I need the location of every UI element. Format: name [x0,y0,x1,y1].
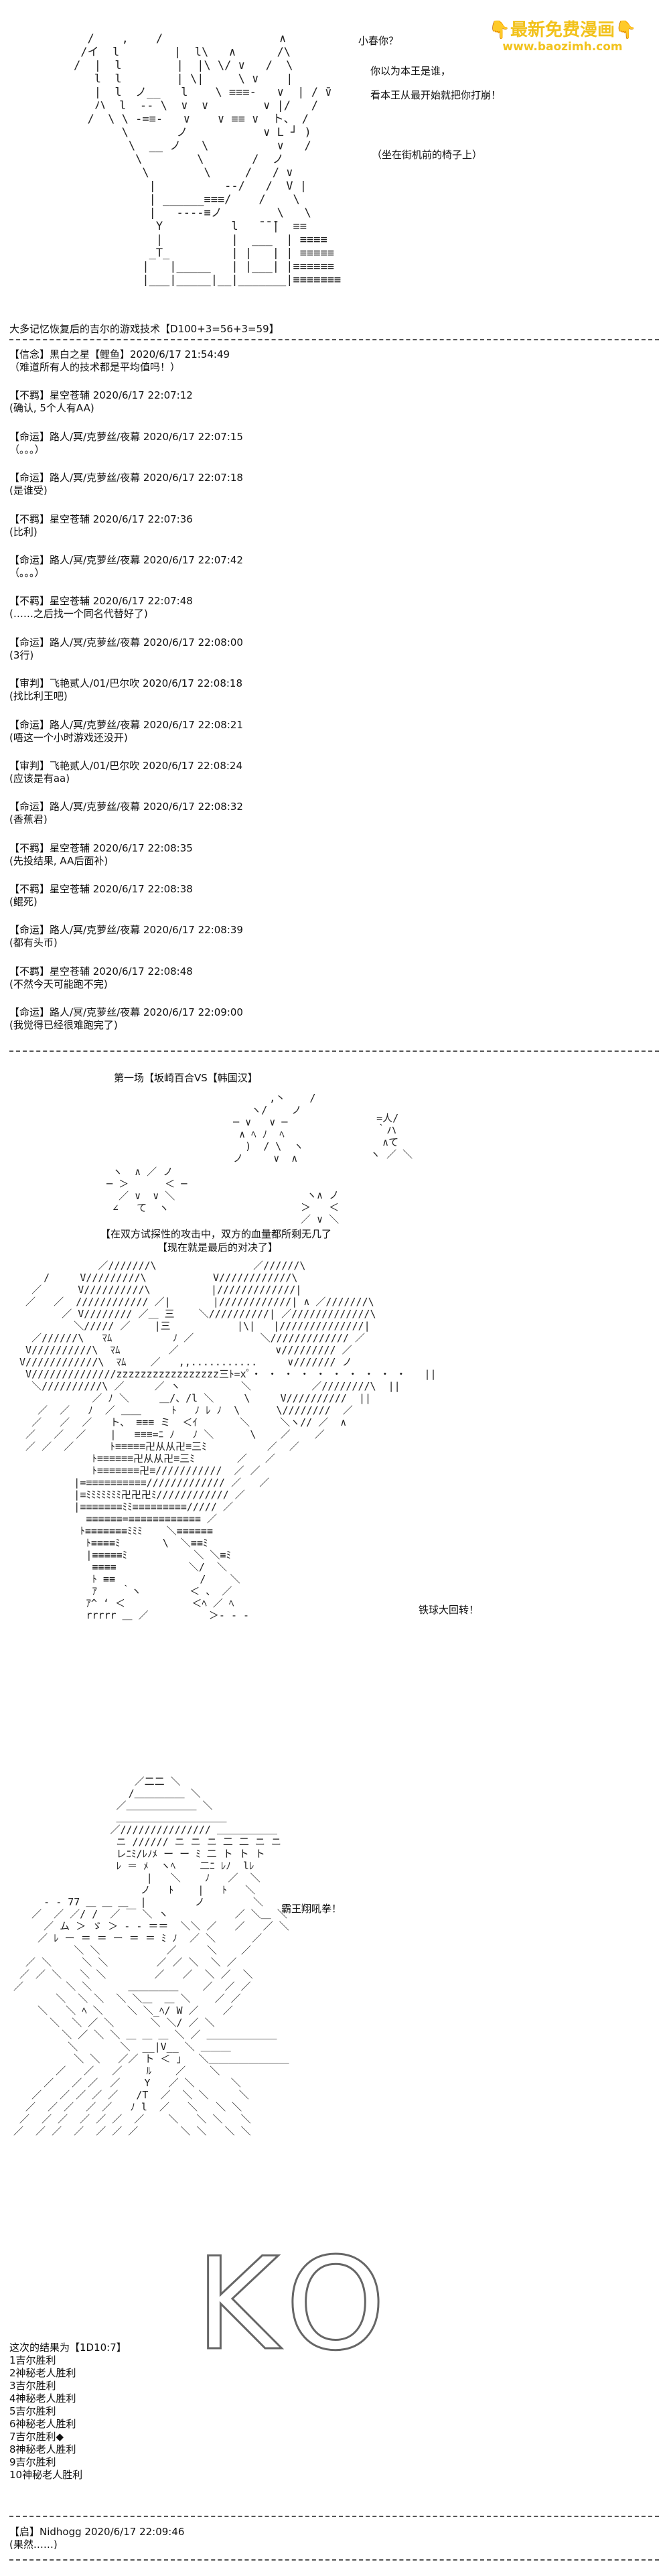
chat-entry: 【命运】路人/冥/克萝丝/夜幕 2020/6/17 22:08:39(都有头币) [9,924,411,965]
aa-burst-right: ヽ∧ ノ ＞ ＜ ／ ∨ ＼ [301,1189,340,1225]
ko-banner: KO [195,2230,399,2378]
result-item: 7吉尔胜利◆ [9,2431,64,2443]
chat-entry-head: 【不羁】星空苍辅 2020/6/17 22:08:48 [9,965,193,977]
aa-burst-left: ヽ ∧ ／ ノ ─ ＞ ＜ ─ ／ ∨ ∨ ＼ ∠ て ヽ [106,1166,188,1214]
chat-entry-message: (我觉得已经很难跑完了) [9,1019,118,1032]
chat-entry: 【命运】路人/冥/克萝丝/夜幕 2020/6/17 22:07:15（。。。） [9,431,411,472]
aa-fighter-poses: ,丶 / ヽ/ ノ ─ ∨ ∨ ─ ∧ ﾍ ﾉ ﾍ ) / \ ヽ ノ ∨ ∧ [233,1092,316,1164]
footer-entry-head: 【启】Nidhogg 2020/6/17 22:09:46 [9,2526,185,2538]
chat-entry: 【不羁】星空苍辅 2020/6/17 22:08:35(先投结果, AA后面补) [9,842,411,883]
chat-entry: 【不羁】星空苍辅 2020/6/17 22:07:12(确认, 5个人有AA) [9,389,411,430]
dice-line: 大多记忆恢复后的吉尔的游戏技术【D100+3=56+3=59】 [9,323,279,335]
chat-entry: 【不羁】星空苍辅 2020/6/17 22:07:48(……之后找一个同名代替好… [9,595,411,636]
chat-entry-message: （。。。） [9,443,45,456]
chat-entry-message: (找比利王吧) [9,690,68,703]
chat-entry: 【审判】飞艳贰人/01/巴尔吹 2020/6/17 22:08:24(应该是有a… [9,760,411,801]
aa-haoh-shoukouken: ／二二 ＼ /＿＿＿＿＿ ＼ ／＿＿＿＿＿＿＿ ＼ ＿＿＿＿＿＿＿＿＿＿＿ ／/… [13,1775,289,2137]
chat-entry-head: 【不羁】星空苍辅 2020/6/17 22:07:12 [9,389,193,402]
aa-fighter-right: =人/ ｀ハ ∧て ヽ ／ ＼ [370,1112,413,1160]
chat-entry-head: 【不羁】星空苍辅 2020/6/17 22:07:36 [9,513,193,525]
chat-entry-message: (3行) [9,649,34,661]
result-item: 6神秘老人胜利 [9,2418,76,2430]
divider-top [9,339,659,340]
chat-entry: 【审判】飞艳贰人/01/巴尔吹 2020/6/17 22:08:18(找比利王吧… [9,677,411,718]
result-item: 5吉尔胜利 [9,2405,56,2417]
aa-iron-ball-spin: ／///////\ ／//////\ / V/////////\ V//////… [19,1260,437,1621]
chat-entry: 【命运】路人/冥/克萝丝/夜幕 2020/6/17 22:09:00(我觉得已经… [9,1006,411,1047]
chat-entry-head: 【命运】路人/冥/克萝丝/夜幕 2020/6/17 22:08:39 [9,924,243,937]
chat-entry: 【不羁】星空苍辅 2020/6/17 22:07:36(比利) [9,513,411,554]
result-item: 4神秘老人胜利 [9,2392,76,2404]
chat-entry-message: （。。。） [9,566,45,579]
chat-entry-message: (不然今天可能跑不完) [9,977,108,990]
result-item: 3吉尔胜利 [9,2380,56,2392]
chat-entry-head: 【不羁】星空苍辅 2020/6/17 22:08:35 [9,841,193,854]
aa-gil-arcade: / , / ∧ /イ l | l\ ∧ /\ / | l | |\ \/ ∨ /… [74,32,342,287]
result-item: 8神秘老人胜利 [9,2443,76,2455]
move-2-label: 霸王翔吼拳！ [281,1903,342,1915]
result-item: 10神秘老人胜利 [9,2469,83,2481]
dialog-line-3: 看本王从最开始就把你打崩！ [370,89,502,101]
chat-entry-message: (是谁受) [9,484,48,497]
result-item: 1吉尔胜利 [9,2354,56,2366]
round-title: 第一场【坂崎百合VS【韩国汉】 [114,1072,258,1084]
chat-entry: 【命运】路人/冥/克萝丝/夜幕 2020/6/17 22:08:32(香蕉君) [9,801,411,841]
chat-entry-message: （难道所有人的技术都是平均值吗！） [9,361,181,373]
narration-2: 【现在就是最后的对决了】 [157,1241,279,1253]
chat-entry-head: 【命运】路人/冥/克萝丝/夜幕 2020/6/17 22:07:15 [9,430,243,443]
chat-entry-head: 【审判】飞艳贰人/01/巴尔吹 2020/6/17 22:08:18 [9,677,243,690]
watermark-url: www.baozimh.com [502,40,623,54]
dialog-line-1: 小春你？ [358,35,399,47]
chat-entry: 【命运】路人/冥/克萝丝/夜幕 2020/6/17 22:08:21(唔这一个小… [9,719,411,760]
chat-entry-head: 【不羁】星空苍辅 2020/6/17 22:08:38 [9,883,193,896]
chat-entry-message: (确认, 5个人有AA) [9,402,94,415]
chat-entry: 【命运】路人/冥/克萝丝/夜幕 2020/6/17 22:08:00(3行) [9,636,411,677]
move-1-label: 铁球大回转！ [419,1604,479,1616]
watermark-title: 👇最新免费漫画👇 [488,20,637,40]
chat-entry-message: (香蕉君) [9,813,48,826]
result-item: 9吉尔胜利 [9,2456,56,2468]
divider-middle [9,1050,659,1052]
chat-entry-head: 【命运】路人/冥/克萝丝/夜幕 2020/6/17 22:09:00 [9,1006,243,1019]
chat-log: 【信念】黑白之星【鲤鱼】2020/6/17 21:54:49（难道所有人的技术都… [9,348,411,1048]
chat-entry-head: 【命运】路人/冥/克萝丝/夜幕 2020/6/17 22:08:00 [9,636,243,649]
divider-end [9,2559,659,2561]
divider-bottom [9,2516,659,2517]
chat-entry-head: 【命运】路人/冥/克萝丝/夜幕 2020/6/17 22:07:42 [9,553,243,566]
chat-entry-message: (都有头币) [9,937,58,949]
chat-entry-message: (应该是有aa) [9,772,70,785]
chat-entry-message: (比利) [9,525,38,538]
chat-entry-message: (唔这一个小时游戏还没开) [9,731,128,744]
watermark: 👇最新免费漫画👇 www.baozimh.com [462,20,663,55]
chat-entry: 【不羁】星空苍辅 2020/6/17 22:08:38(鲲死) [9,883,411,924]
chat-entry: 【信念】黑白之星【鲤鱼】2020/6/17 21:54:49（难道所有人的技术都… [9,348,411,389]
chat-entry-message: (先投结果, AA后面补) [9,854,108,867]
narration-1: 【在双方试探性的攻击中，双方的血量都所剩无几了 [100,1228,332,1240]
chat-entry-head: 【命运】路人/冥/克萝丝/夜幕 2020/6/17 22:08:32 [9,801,243,813]
chat-entry-message: (……之后找一个同名代替好了) [9,608,148,620]
dialog-line-4: （坐在街机前的椅子上） [372,149,483,161]
chat-entry: 【命运】路人/冥/克萝丝/夜幕 2020/6/17 22:07:42（。。。） [9,554,411,595]
dialog-line-2: 你以为本王是谁， [370,65,451,77]
chat-entry: 【命运】路人/冥/克萝丝/夜幕 2020/6/17 22:07:18(是谁受) [9,472,411,513]
chat-entry-head: 【信念】黑白之星【鲤鱼】2020/6/17 21:54:49 [9,348,230,360]
results-title: 这次的结果为【1D10:7】 [9,2342,127,2354]
chat-entry: 【不羁】星空苍辅 2020/6/17 22:08:48(不然今天可能跑不完) [9,965,411,1006]
chat-entry-head: 【审判】飞艳贰人/01/巴尔吹 2020/6/17 22:08:24 [9,759,243,772]
chat-entry-head: 【命运】路人/冥/克萝丝/夜幕 2020/6/17 22:08:21 [9,718,243,731]
chat-entry-head: 【不羁】星空苍辅 2020/6/17 22:07:48 [9,595,193,608]
chat-entry-head: 【命运】路人/冥/克萝丝/夜幕 2020/6/17 22:07:18 [9,472,243,484]
chat-entry-message: (鲲死) [9,896,38,908]
result-item: 2神秘老人胜利 [9,2367,76,2379]
footer-entry-msg: (果然……) [9,2538,58,2551]
